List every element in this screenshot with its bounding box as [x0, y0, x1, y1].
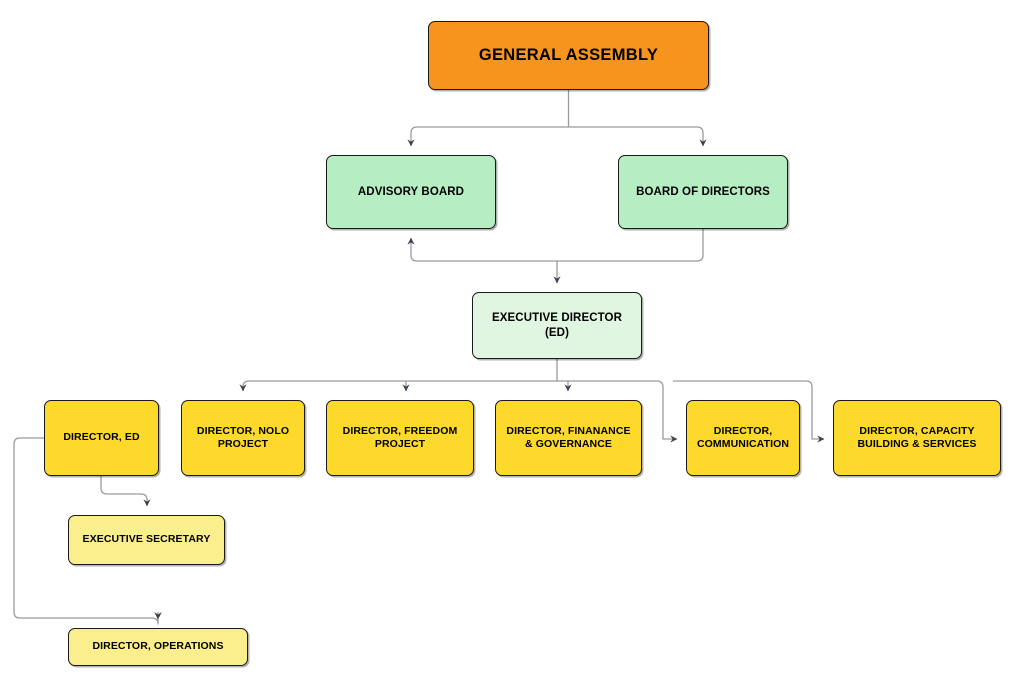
node-label: EXECUTIVE SECRETARY	[82, 533, 211, 546]
node-label: GENERAL ASSEMBLY	[478, 46, 659, 65]
node-label: EXECUTIVE DIRECTOR (ED)	[491, 312, 623, 339]
node-label: DIRECTOR, COMMUNICATION	[696, 424, 790, 450]
node-label: ADVISORY BOARD	[357, 185, 465, 198]
node-general-assembly[interactable]: GENERAL ASSEMBLY	[428, 21, 709, 90]
node-executive-director[interactable]: EXECUTIVE DIRECTOR (ED)	[472, 292, 642, 359]
node-director-capacity-building[interactable]: DIRECTOR, CAPACITY BUILDING & SERVICES	[833, 400, 1001, 476]
node-director-ed[interactable]: DIRECTOR, ED	[44, 400, 159, 476]
node-label: BOARD OF DIRECTORS	[636, 185, 770, 198]
edge-board-advisory	[407, 237, 418, 262]
node-director-finanance-governance[interactable]: DIRECTOR, FINANANCE & GOVERNANCE	[495, 400, 642, 476]
edge-ga-board	[568, 126, 707, 147]
edge-ed-bar-left	[239, 380, 557, 392]
node-director-freedom-project[interactable]: DIRECTOR, FREEDOM PROJECT	[326, 400, 474, 476]
node-executive-secretary[interactable]: EXECUTIVE SECRETARY	[68, 515, 225, 565]
edge-ga-advisory	[407, 126, 569, 147]
node-label: DIRECTOR, ED	[63, 431, 140, 444]
node-board-of-directors[interactable]: BOARD OF DIRECTORS	[618, 155, 788, 229]
node-label: DIRECTOR, FREEDOM PROJECT	[342, 424, 458, 450]
node-director-operations[interactable]: DIRECTOR, OPERATIONS	[68, 628, 248, 666]
node-director-communication[interactable]: DIRECTOR, COMMUNICATION	[686, 400, 800, 476]
node-label: DIRECTOR, OPERATIONS	[92, 640, 224, 653]
edge-board-bar	[417, 229, 704, 262]
node-label: DIRECTOR, CAPACITY BUILDING & SERVICES	[857, 424, 977, 450]
node-director-nolo-project[interactable]: DIRECTOR, NOLO PROJECT	[181, 400, 305, 476]
node-advisory-board[interactable]: ADVISORY BOARD	[326, 155, 496, 229]
edge-dired-secretary	[100, 476, 151, 507]
node-label: DIRECTOR, FINANANCE & GOVERNANCE	[506, 424, 631, 450]
node-label: DIRECTOR, NOLO PROJECT	[196, 424, 290, 450]
